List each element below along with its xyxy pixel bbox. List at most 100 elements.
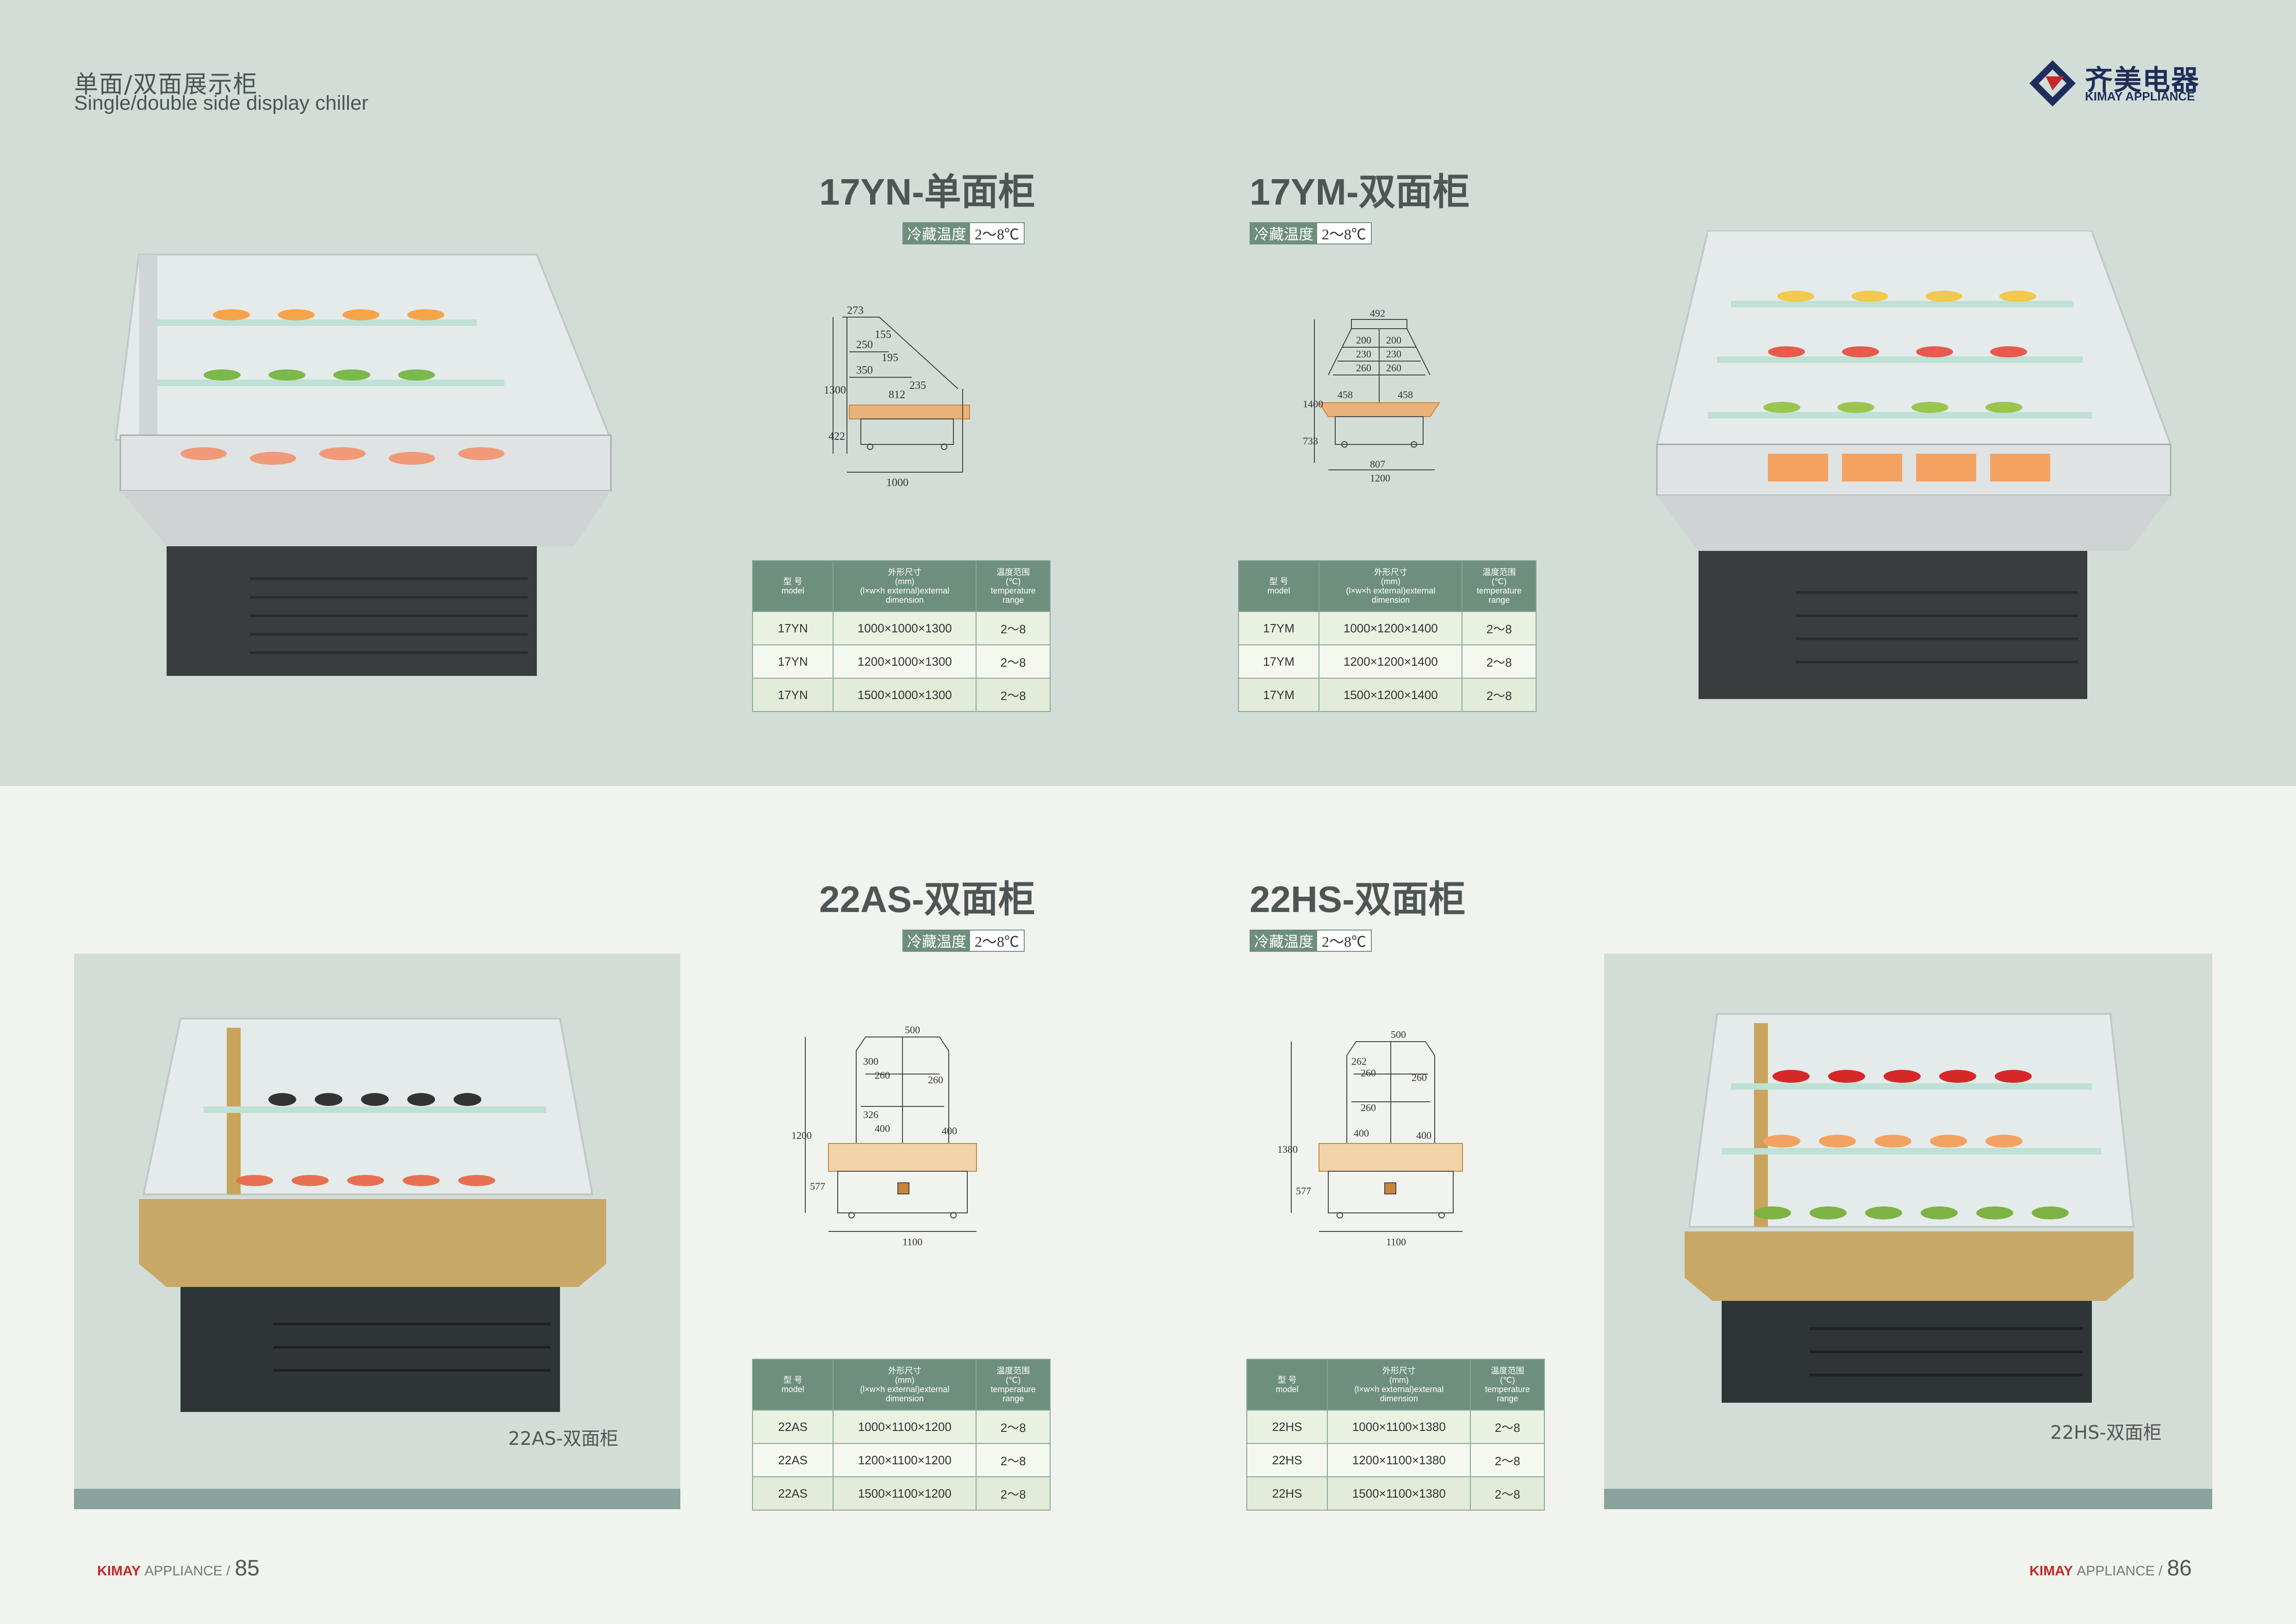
dim-a2: 260 (1412, 1072, 1427, 1083)
dim-c: 812 (889, 389, 905, 401)
page-number: 86 (2167, 1556, 2192, 1580)
dim-h: 1380 (1277, 1143, 1298, 1155)
product-photo-17ym (1655, 231, 2172, 699)
dim-w: 1100 (902, 1236, 922, 1248)
dim-h: 1200 (791, 1130, 812, 1141)
dim-b2: 400 (942, 1125, 957, 1137)
section-title-cn: 单面/双面展示柜 (74, 71, 258, 99)
panel-bar (74, 1489, 680, 1509)
photo-caption-22as: 22AS-双面柜 (508, 1428, 619, 1449)
dim-top: 273 (847, 305, 864, 317)
dim-top: 492 (1370, 307, 1385, 319)
dim-s2: 326 (863, 1109, 878, 1120)
footer-right: KIMAY APPLIANCE / 86 (2029, 1555, 2192, 1581)
product-title-17yn: 17YN-单面柜 (819, 171, 1035, 212)
dim-e: 807 (1370, 458, 1385, 470)
dim-h: 1300 (824, 384, 846, 396)
footer-slash: / (2159, 1563, 2163, 1579)
section-title-en: Single/double side display chiller (74, 92, 368, 114)
footer-slash: / (226, 1563, 230, 1579)
dim-g: 422 (828, 431, 845, 443)
dim-w: 1200 (1370, 472, 1390, 484)
product-photo-22as (139, 1018, 606, 1412)
dim-a: 250 (856, 339, 873, 351)
temp-value: 2～8℃ (970, 223, 1024, 244)
dim-d2: 458 (1398, 389, 1413, 400)
dim-s1: 300 (863, 1056, 878, 1067)
dim-b2: 400 (1416, 1130, 1431, 1141)
temp-badge-22as: 冷藏温度 2～8℃ (902, 930, 1025, 952)
dim-c: 260 (1356, 362, 1371, 374)
drawing-22as: 500 260 260 400 400 300 326 1200 577 110… (791, 1024, 977, 1248)
dim-g: 577 (1296, 1185, 1311, 1197)
dim-g: 577 (810, 1181, 825, 1192)
footer-brand-red: KIMAY (97, 1563, 141, 1579)
footer-brand-gray: APPLIANCE (2077, 1563, 2155, 1579)
dim-top: 500 (905, 1024, 920, 1036)
dim-w: 1000 (886, 477, 908, 489)
logo-text-en: KIMAY APPLIANCE (2085, 89, 2195, 103)
temp-label: 冷藏温度 (903, 931, 971, 951)
dim-b2: 230 (1386, 348, 1401, 360)
drawing-17yn: 273 250 350 812 155 195 235 1300 422 100… (824, 305, 970, 489)
dim-d: 458 (1338, 389, 1353, 400)
dim-a: 260 (875, 1069, 890, 1081)
photo-caption-22hs: 22HS-双面柜 (2050, 1422, 2162, 1443)
brand-logo: 齐美电器 KIMAY APPLIANCE (2027, 58, 2203, 109)
footer-brand-gray: APPLIANCE (144, 1563, 223, 1579)
dim-b: 400 (1354, 1127, 1369, 1139)
dim-b: 350 (856, 364, 873, 376)
temp-label: 冷藏温度 (903, 223, 971, 244)
product-photo-17yn (114, 254, 612, 676)
temp-value: 2～8℃ (1317, 223, 1371, 244)
product-title-17ym: 17YM-双面柜 (1250, 171, 1470, 212)
logo-text-cn: 齐美电器 (2085, 64, 2200, 97)
dim-s1: 262 (1351, 1056, 1367, 1067)
dim-a: 260 (1361, 1067, 1376, 1079)
dim-top: 500 (1391, 1029, 1406, 1040)
temp-label: 冷藏温度 (1251, 931, 1318, 951)
panel-bar (1604, 1489, 2212, 1509)
footer-brand-red: KIMAY (2029, 1563, 2073, 1579)
product-title-22as: 22AS-双面柜 (819, 879, 1035, 920)
drawing-17ym: 492 200 200 230 230 260 260 458 458 1400… (1303, 307, 1440, 484)
dim-c2: 260 (1386, 362, 1401, 374)
product-photo-22hs (1685, 1013, 2135, 1403)
dim-a: 200 (1356, 334, 1371, 346)
temp-value: 2～8℃ (1317, 931, 1371, 951)
dim-a2: 200 (1386, 334, 1401, 346)
temp-badge-17ym: 冷藏温度 2～8℃ (1250, 222, 1372, 244)
dim-a3: 260 (1361, 1102, 1376, 1113)
kimay-logo-icon (2029, 60, 2076, 106)
dim-w: 1100 (1386, 1236, 1406, 1248)
dim-d: 155 (875, 329, 891, 341)
footer-left: KIMAY APPLIANCE / 85 (97, 1555, 260, 1581)
